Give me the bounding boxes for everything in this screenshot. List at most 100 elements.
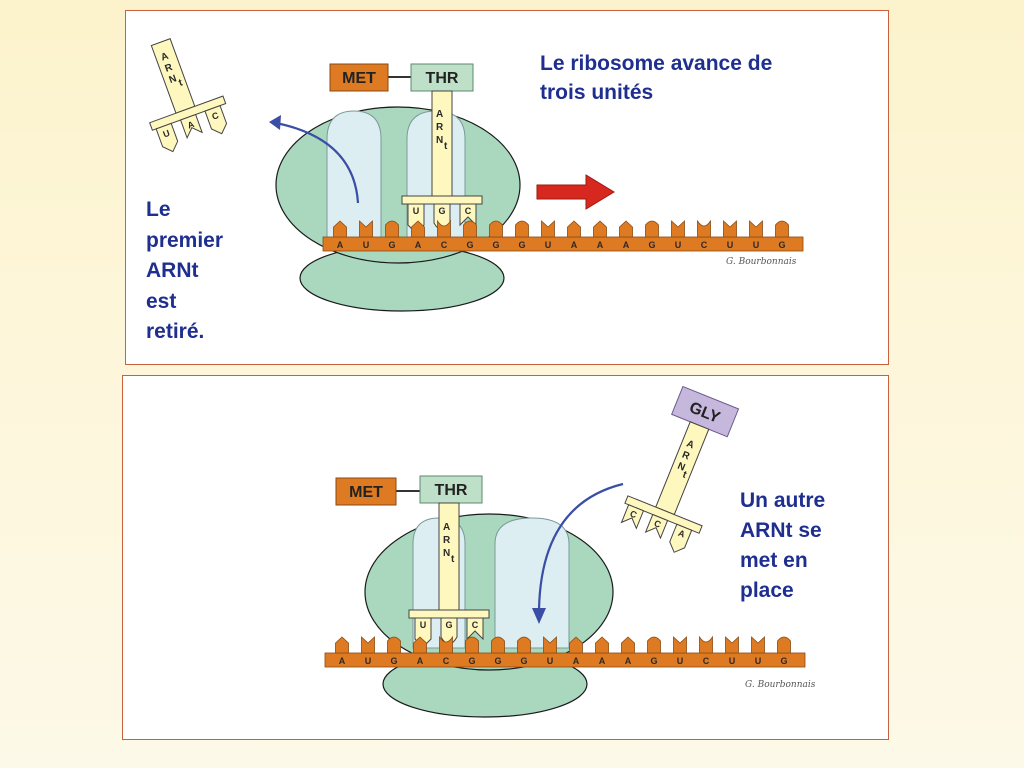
caption-removed: Le premier ARNt est retiré. (146, 198, 224, 343)
mrna-base-c (697, 219, 711, 238)
thr-trna-label: A R N t (436, 109, 448, 152)
mrna-base-a (335, 636, 349, 654)
svg-text:C: C (629, 508, 639, 520)
svg-text:t: t (451, 554, 455, 565)
mrna-base-g (387, 636, 401, 654)
mrna-base-g (777, 636, 791, 654)
mrna-base-a (593, 220, 607, 238)
mrna-base-g (647, 636, 661, 654)
svg-text:R: R (164, 62, 175, 75)
mrna-base-u (359, 220, 373, 238)
incoming-trna: GLY A R N t C C A (620, 385, 740, 553)
mrna-base-label: U (727, 240, 734, 250)
mrna-base-label: C (441, 240, 448, 250)
mrna-base-c (439, 635, 453, 654)
svg-text:t: t (681, 469, 689, 481)
departing-trna: A R N t U A C (149, 38, 228, 153)
mrna-base-g (775, 220, 789, 238)
entry-arrow-head (532, 608, 546, 624)
svg-text:C: C (465, 206, 472, 216)
mrna-base-g (465, 636, 479, 654)
mrna-base-u (723, 220, 737, 238)
mrna-base-a (333, 220, 347, 238)
svg-text:G: G (438, 206, 445, 216)
mrna-base-u (543, 636, 557, 654)
mrna-base-u (751, 636, 765, 654)
mrna-base-label: U (729, 656, 736, 666)
entry-arrow (537, 482, 624, 611)
mrna-base-label: A (597, 240, 604, 250)
mrna-base-label: A (339, 656, 346, 666)
mrna-base-label: A (623, 240, 630, 250)
mrna-base-label: G (650, 656, 657, 666)
exit-arrow (275, 121, 360, 204)
svg-text:A: A (685, 438, 696, 451)
thr-label: THR (426, 70, 459, 87)
svg-text:A: A (436, 109, 443, 120)
mrna-base-label: G (520, 656, 527, 666)
mrna-base-label: A (571, 240, 578, 250)
exit-arrow-head (269, 115, 281, 130)
mrna-base-a (411, 220, 425, 238)
mrna-base-label: G (468, 656, 475, 666)
svg-text:R: R (443, 535, 451, 546)
mrna-base-g (491, 636, 505, 654)
svg-text:U: U (413, 206, 420, 216)
svg-text:N: N (443, 548, 450, 559)
mrna-base-label: U (755, 656, 762, 666)
mrna-base-g (463, 220, 477, 238)
mrna-base-label: A (417, 656, 424, 666)
mrna-base-g (385, 220, 399, 238)
mrna-base-label: C (701, 240, 708, 250)
mrna-base-label: A (573, 656, 580, 666)
caption-arrive: Un autre ARNt se met en place (740, 489, 826, 602)
mrna-base-c (437, 219, 451, 238)
mrna-base-g (645, 220, 659, 238)
advance-arrow (536, 174, 615, 210)
mrna-base-label: U (545, 240, 552, 250)
mrna-base-label: C (443, 656, 450, 666)
mrna-base-u (361, 636, 375, 654)
met-label: MET (342, 70, 376, 87)
svg-text:A: A (443, 522, 450, 533)
thr-amino-acid: THR (410, 63, 474, 92)
mrna-base-g (489, 220, 503, 238)
mrna-base-label: U (365, 656, 372, 666)
mrna-backbone (322, 236, 804, 252)
svg-text:N: N (676, 461, 687, 474)
svg-text:R: R (680, 450, 692, 463)
mrna-base-label: G (778, 240, 785, 250)
svg-text:U: U (162, 128, 172, 140)
mrna-base-g (515, 220, 529, 238)
svg-text:R: R (436, 122, 444, 133)
svg-text:G: G (445, 620, 452, 630)
credit: G. Bourbonnais (726, 257, 797, 267)
mrna-base-label: U (547, 656, 554, 666)
mrna-base-label: U (363, 240, 370, 250)
svg-text:A: A (159, 51, 170, 64)
mrna-base-label: G (648, 240, 655, 250)
mrna-base-label: G (466, 240, 473, 250)
mrna-base-a (569, 636, 583, 654)
mrna-base-label: A (599, 656, 606, 666)
mrna-base-a (413, 636, 427, 654)
met-label: MET (349, 484, 383, 501)
thr-label: THR (435, 482, 468, 499)
svg-text:C: C (653, 518, 663, 530)
svg-text:t: t (444, 141, 448, 152)
mrna-base-a (595, 636, 609, 654)
mrna-base-a (621, 636, 635, 654)
mrna-base-label: A (415, 240, 422, 250)
thr-trna-crossbar (408, 609, 490, 619)
svg-text:A: A (186, 119, 196, 131)
svg-text:t: t (177, 77, 185, 89)
met-amino-acid: MET (335, 477, 397, 506)
mrna-base-u (541, 220, 555, 238)
mrna-base-label: A (337, 240, 344, 250)
mrna-backbone (324, 652, 806, 668)
